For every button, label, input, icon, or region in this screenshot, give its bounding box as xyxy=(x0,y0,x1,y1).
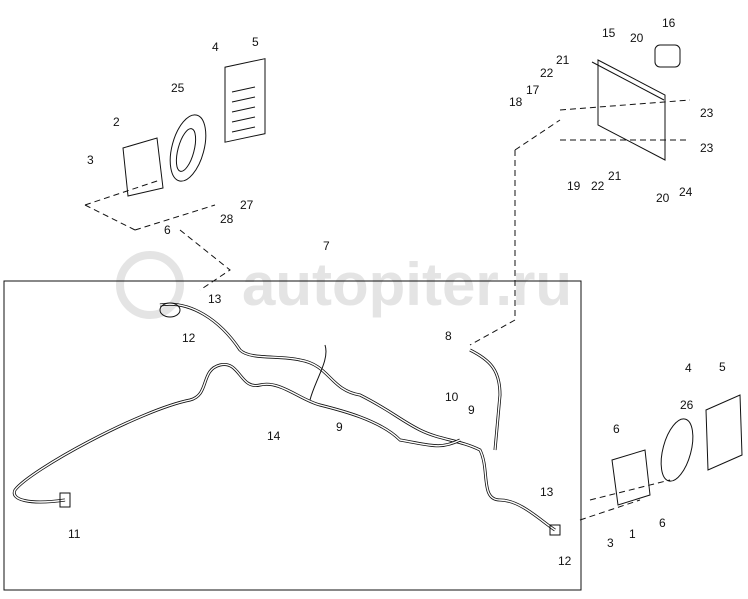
callout-21: 21 xyxy=(556,53,570,67)
license-plate-bracket xyxy=(597,59,666,161)
callout-12: 12 xyxy=(558,554,572,568)
callout-6: 6 xyxy=(613,422,620,436)
watermark-text: autopiter.ru xyxy=(242,251,572,318)
callout-15: 15 xyxy=(602,26,616,40)
harness-branch xyxy=(309,344,327,401)
plate-lamp xyxy=(654,44,681,68)
callout-11: 11 xyxy=(68,527,81,541)
callout-22: 22 xyxy=(591,179,605,193)
connector xyxy=(59,492,71,508)
callout-28: 28 xyxy=(220,212,234,226)
callout-25: 25 xyxy=(171,81,185,95)
callout-18: 18 xyxy=(509,95,523,109)
callout-4: 4 xyxy=(212,40,219,54)
bracket-bar xyxy=(591,61,665,101)
callout-17: 17 xyxy=(526,83,540,97)
callout-2: 2 xyxy=(113,115,120,129)
lamp-guard xyxy=(705,394,743,471)
callout-1: 1 xyxy=(629,527,636,541)
harness-frame xyxy=(3,280,582,591)
connector xyxy=(549,524,561,536)
callout-14: 14 xyxy=(267,429,281,443)
callout-27: 27 xyxy=(240,198,254,212)
right-lamp-assembly xyxy=(579,394,743,521)
assembly-line xyxy=(579,479,671,521)
tail-lamp-lens xyxy=(175,128,197,172)
connector xyxy=(159,302,181,318)
lamp-guard-slats xyxy=(231,86,256,133)
assembly-line xyxy=(179,229,231,291)
callout-8: 8 xyxy=(445,329,452,343)
callout-20: 20 xyxy=(630,31,644,45)
callout-4: 4 xyxy=(685,361,692,375)
callout-16: 16 xyxy=(662,16,676,30)
callout-labels: 4 5 25 2 3 6 28 27 7 13 12 8 10 9 9 14 1… xyxy=(68,16,726,568)
callout-22: 22 xyxy=(540,66,554,80)
callout-6: 6 xyxy=(164,223,171,237)
callout-21: 21 xyxy=(608,169,622,183)
left-lamp-assembly xyxy=(84,58,266,291)
lamp-bracket xyxy=(611,449,651,506)
wire-harness xyxy=(12,302,561,536)
callout-12: 12 xyxy=(182,331,196,345)
callout-26: 26 xyxy=(680,398,694,412)
assembly-line xyxy=(84,179,216,231)
plate-bracket-assembly xyxy=(469,44,691,346)
callout-7: 7 xyxy=(323,239,330,253)
tail-lamp xyxy=(169,114,207,182)
callout-13: 13 xyxy=(208,292,222,306)
callout-5: 5 xyxy=(719,360,726,374)
tail-lamp xyxy=(660,418,694,482)
callout-19: 19 xyxy=(567,179,581,193)
watermark: autopiter.ru xyxy=(116,251,572,319)
callout-10: 10 xyxy=(445,390,459,404)
callout-5: 5 xyxy=(252,35,259,49)
callout-9: 9 xyxy=(468,403,475,417)
lamp-bracket xyxy=(122,137,164,197)
callout-3: 3 xyxy=(607,536,614,550)
callout-20: 20 xyxy=(656,191,670,205)
callout-9: 9 xyxy=(336,420,343,434)
callout-23: 23 xyxy=(700,106,714,120)
assembly-line xyxy=(469,99,691,346)
callout-13: 13 xyxy=(540,485,554,499)
callout-23: 23 xyxy=(700,141,714,155)
lamp-guard xyxy=(224,58,266,143)
callout-3: 3 xyxy=(87,153,94,167)
callout-6: 6 xyxy=(659,516,666,530)
callout-24: 24 xyxy=(679,185,693,199)
watermark-logo xyxy=(116,251,184,319)
harness-wire xyxy=(469,348,502,451)
